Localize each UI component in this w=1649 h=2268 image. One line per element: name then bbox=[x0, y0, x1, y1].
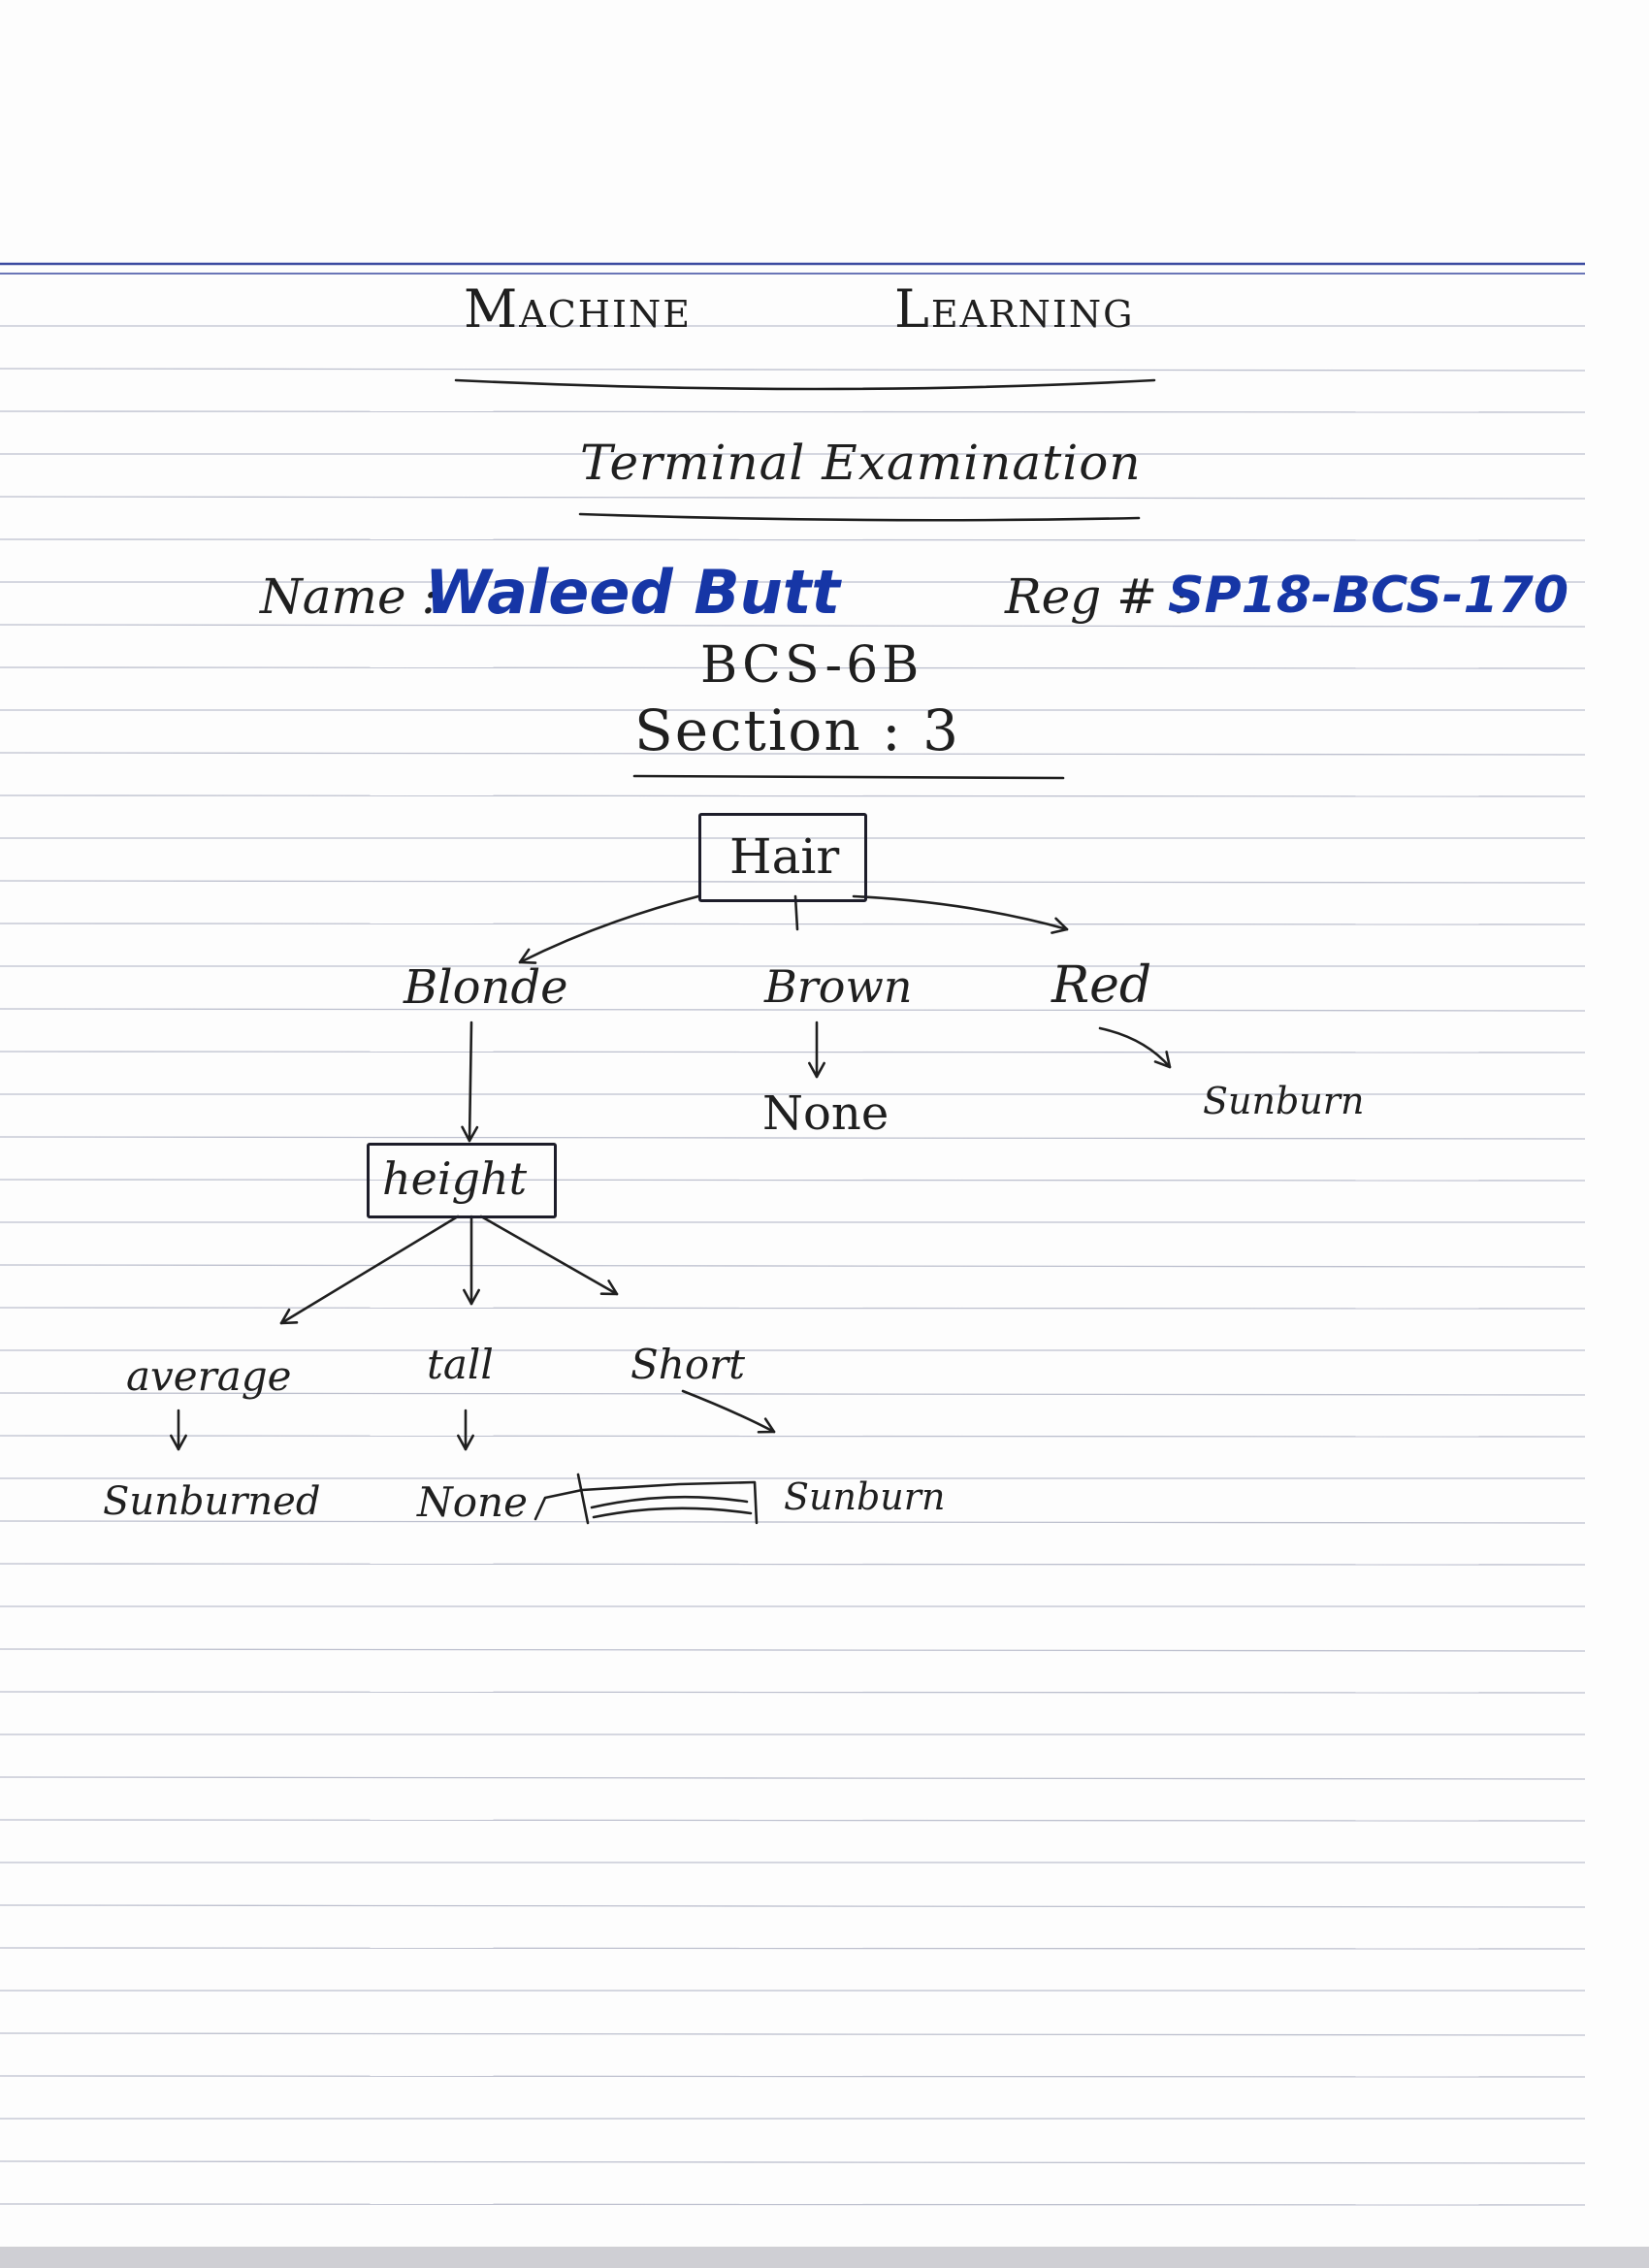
edge-red-sunburn-head bbox=[1153, 1051, 1172, 1069]
edge-height-short-head bbox=[599, 1280, 619, 1296]
ruled-line bbox=[0, 1264, 1586, 1268]
ruled-line bbox=[0, 666, 1586, 669]
branch-short: Short bbox=[630, 1341, 746, 1388]
height-node-box bbox=[367, 1143, 557, 1218]
average-result-sunburned: Sunburned bbox=[103, 1479, 321, 1524]
edge-blonde-height-head bbox=[461, 1125, 479, 1143]
edge-hair-red bbox=[852, 894, 1069, 931]
ruled-line bbox=[0, 496, 1586, 500]
ruled-line bbox=[0, 2032, 1586, 2036]
name-label: Name : bbox=[260, 568, 438, 625]
edge-blonde-height bbox=[468, 1021, 473, 1143]
ruled-line bbox=[0, 1904, 1586, 1908]
ruled-line bbox=[0, 1307, 1586, 1310]
title-learning: Learning bbox=[894, 278, 1135, 340]
tall-result-none: None bbox=[417, 1478, 528, 1526]
edge-hair-red-head bbox=[1051, 917, 1069, 934]
edge-brown-none-head bbox=[808, 1061, 825, 1079]
edge-short-result-head bbox=[757, 1417, 776, 1434]
title-underline bbox=[454, 378, 1156, 391]
ruled-line bbox=[0, 1563, 1586, 1566]
ruled-line bbox=[0, 1776, 1586, 1780]
edge-height-tall-head bbox=[463, 1288, 480, 1306]
branch-blonde: Blonde bbox=[404, 960, 568, 1015]
ruled-line bbox=[0, 923, 1586, 925]
brown-result-none: None bbox=[762, 1086, 889, 1141]
ruled-line bbox=[0, 1008, 1586, 1012]
edge-short-result bbox=[681, 1389, 776, 1434]
edge-hair-blonde bbox=[518, 894, 700, 964]
ruled-line bbox=[0, 1435, 1586, 1438]
red-result-sunburn: Sunburn bbox=[1203, 1080, 1365, 1122]
edge-height-average bbox=[279, 1215, 460, 1325]
edge-red-sunburn bbox=[1098, 1026, 1172, 1069]
ruled-line bbox=[0, 1691, 1586, 1694]
ruled-line bbox=[0, 794, 1586, 797]
class-label: BCS-6B bbox=[700, 636, 923, 695]
reg-number: SP18-BCS-170 bbox=[1168, 567, 1569, 625]
reg-label: Reg # : bbox=[1005, 568, 1189, 625]
ruled-line bbox=[0, 624, 1586, 628]
branch-brown: Brown bbox=[764, 960, 913, 1013]
tree-node-height: height bbox=[382, 1152, 528, 1205]
ruled-line bbox=[0, 1136, 1586, 1140]
scribble-bar bbox=[576, 1473, 590, 1525]
ruled-line bbox=[0, 2203, 1586, 2206]
ruled-line bbox=[0, 880, 1586, 884]
branch-average: average bbox=[126, 1352, 292, 1400]
ruled-line bbox=[0, 1392, 1586, 1396]
edge-hair-blonde-head bbox=[518, 948, 537, 964]
scan-bottom-edge bbox=[0, 2247, 1649, 2268]
scribble-strike-1 bbox=[590, 1495, 749, 1509]
ruled-line bbox=[0, 2075, 1586, 2078]
ruled-line bbox=[0, 1648, 1586, 1652]
ruled-line bbox=[0, 1179, 1586, 1182]
student-name: Waleed Butt bbox=[425, 557, 841, 628]
ruled-line bbox=[0, 1520, 1586, 1524]
section-label: Section : 3 bbox=[634, 697, 960, 763]
section-underline bbox=[632, 774, 1065, 780]
edge-height-short bbox=[479, 1215, 619, 1296]
short-result-sunburn: Sunburn bbox=[784, 1475, 946, 1518]
ruled-line bbox=[0, 1819, 1586, 1822]
ruled-line bbox=[0, 752, 1586, 756]
scribble-strike-2 bbox=[592, 1507, 753, 1519]
scribble-outline bbox=[534, 1480, 759, 1525]
ruled-line bbox=[0, 538, 1586, 541]
edge-tall-result-head bbox=[457, 1434, 474, 1451]
ruled-line bbox=[0, 2160, 1586, 2164]
ruled-line bbox=[0, 368, 1586, 372]
branch-tall: tall bbox=[427, 1341, 494, 1388]
ruled-line bbox=[0, 410, 1586, 413]
ruled-line bbox=[0, 1947, 1586, 1950]
ruled-line bbox=[0, 1051, 1586, 1053]
subtitle-underline bbox=[578, 512, 1141, 522]
edge-average-result-head bbox=[170, 1434, 187, 1451]
exam-subtitle: Terminal Examination bbox=[580, 435, 1142, 491]
tree-root-hair: Hair bbox=[729, 828, 840, 885]
title-machine: Machine bbox=[464, 278, 692, 340]
edge-height-average-head bbox=[279, 1308, 299, 1325]
hair-node-box bbox=[698, 813, 867, 902]
branch-red: Red bbox=[1051, 956, 1152, 1015]
